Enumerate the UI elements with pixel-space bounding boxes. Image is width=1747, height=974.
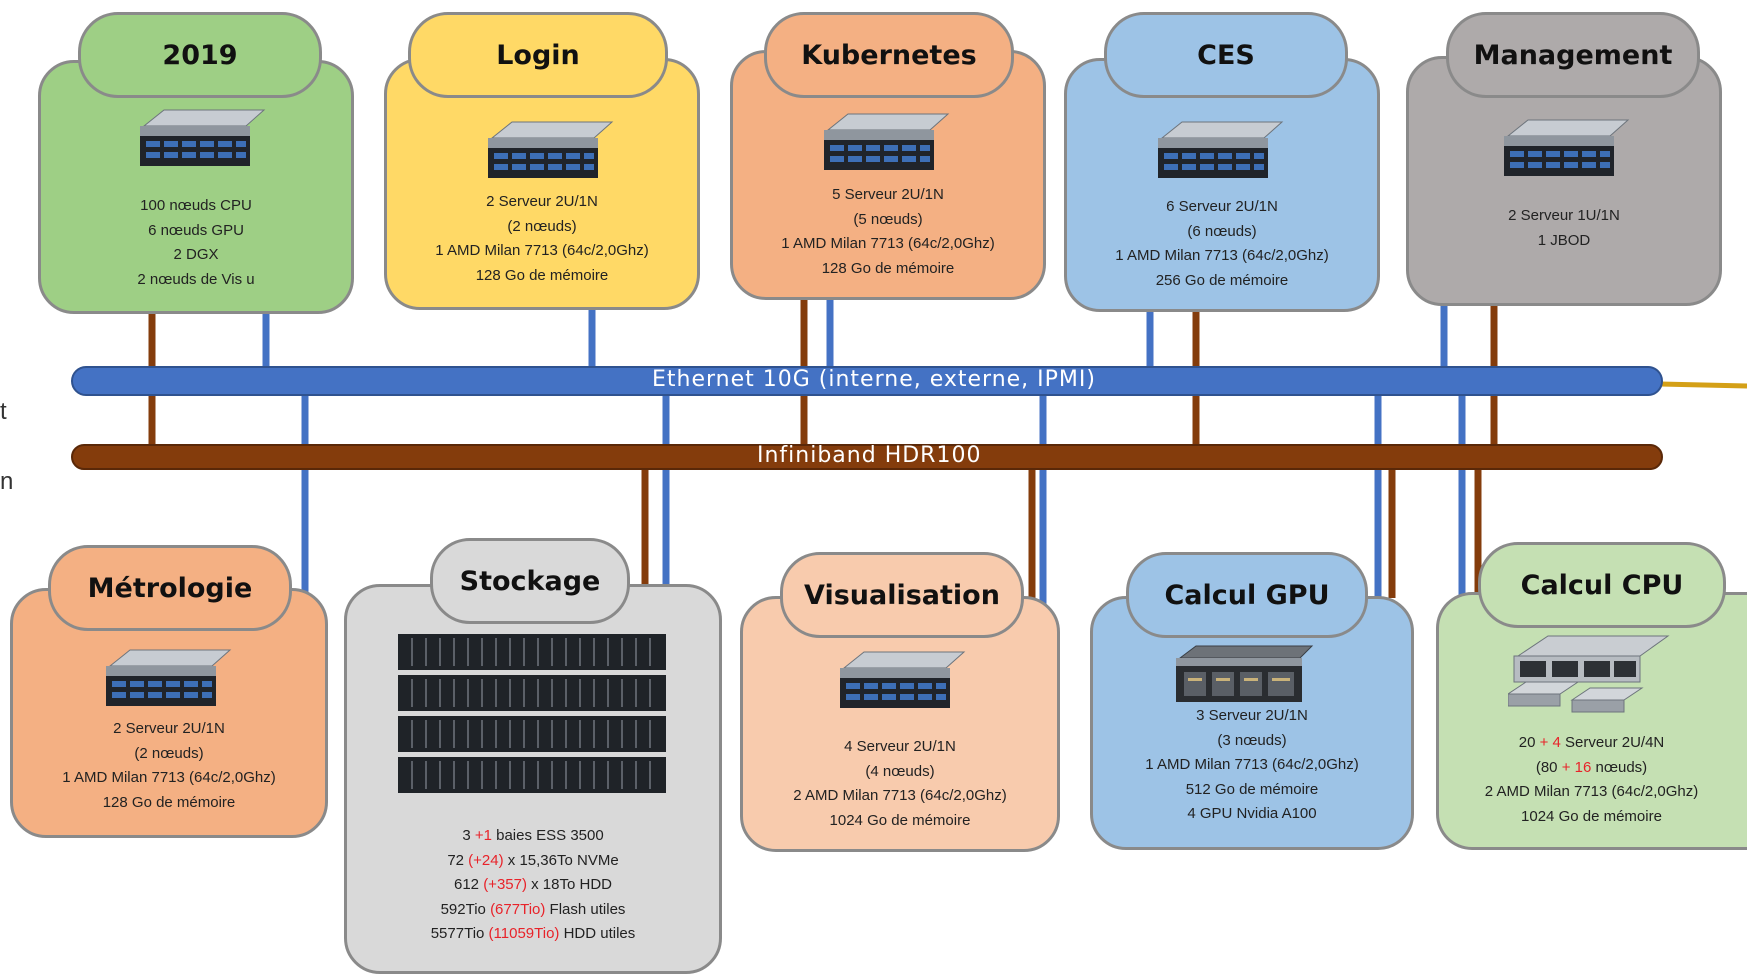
group-visualisation-info: 4 Serveur 2U/1N (4 nœuds) 2 AMD Milan 77… bbox=[740, 735, 1060, 833]
info-line: 1024 Go de mémoire bbox=[1521, 807, 1662, 825]
storage-enclosures-icon bbox=[398, 634, 666, 793]
info-line: 2 AMD Milan 7713 (64c/2,0Ghz) bbox=[1484, 783, 1699, 800]
info-line: (2 nœuds) bbox=[507, 217, 577, 235]
info-line: 2 nœuds de Vis u bbox=[137, 270, 255, 288]
info-line: 512 Go de mémoire bbox=[1185, 780, 1319, 798]
multi-node-server-icon bbox=[1508, 635, 1670, 713]
info-line: (2 nœuds) bbox=[134, 744, 204, 762]
group-calcul-gpu-info: 3 Serveur 2U/1N (3 nœuds) 1 AMD Milan 77… bbox=[1090, 704, 1414, 827]
group-calcul-cpu-title: Calcul CPU bbox=[1478, 542, 1726, 628]
server-icon bbox=[488, 121, 614, 178]
info-line: 1 AMD Milan 7713 (64c/2,0Ghz) bbox=[1145, 756, 1359, 773]
info-line: 5577Tio (11059Tio) HDD utiles bbox=[430, 925, 636, 942]
info-line: (80 + 16 nœuds) bbox=[1535, 758, 1648, 776]
external-link bbox=[1659, 381, 1747, 389]
info-line: 612 (+357) x 18To HDD bbox=[453, 876, 612, 893]
info-line: (5 nœuds) bbox=[853, 210, 923, 228]
info-line: 3 +1 baies ESS 3500 bbox=[462, 827, 604, 844]
group-metrologie-info: 2 Serveur 2U/1N (2 nœuds) 1 AMD Milan 77… bbox=[10, 717, 328, 815]
group-login-title: Login bbox=[408, 12, 668, 98]
ethernet-bus-label: Ethernet 10G (interne, externe, IPMI) bbox=[652, 367, 1096, 392]
info-line: 2 Serveur 2U/1N bbox=[113, 720, 225, 737]
group-ces bbox=[1064, 58, 1380, 312]
gpu-server-icon bbox=[1176, 645, 1314, 702]
server-icon bbox=[140, 109, 266, 166]
server-icon bbox=[106, 649, 232, 706]
group-login bbox=[384, 58, 700, 310]
info-line: 20 + 4 Serveur 2U/4N bbox=[1518, 734, 1665, 751]
info-line: 6 nœuds GPU bbox=[148, 221, 244, 239]
info-line: 4 Serveur 2U/1N bbox=[844, 738, 956, 755]
group-2019-info: 100 nœuds CPU 6 nœuds GPU 2 DGX 2 nœuds … bbox=[38, 194, 354, 292]
info-line: 4 GPU Nvidia A100 bbox=[1187, 805, 1317, 822]
info-line: 592Tio (677Tio) Flash utiles bbox=[440, 900, 626, 918]
info-line: 2 Serveur 1U/1N bbox=[1508, 207, 1620, 224]
group-ces-title: CES bbox=[1104, 12, 1348, 98]
info-line: 128 Go de mémoire bbox=[475, 266, 609, 284]
group-calcul-gpu bbox=[1090, 596, 1414, 850]
server-icon bbox=[824, 113, 950, 170]
cropped-text-fragment-1: t bbox=[0, 398, 7, 425]
group-ces-info: 6 Serveur 2U/1N (6 nœuds) 1 AMD Milan 77… bbox=[1064, 195, 1380, 293]
info-line: 256 Go de mémoire bbox=[1155, 271, 1289, 289]
group-2019-title: 2019 bbox=[78, 12, 322, 98]
server-icon bbox=[1158, 121, 1284, 178]
info-line: (4 nœuds) bbox=[865, 762, 935, 780]
group-login-info: 2 Serveur 2U/1N (2 nœuds) 1 AMD Milan 77… bbox=[384, 190, 700, 288]
info-line: 128 Go de mémoire bbox=[821, 259, 955, 277]
connector-lines bbox=[148, 296, 1747, 612]
group-management-title: Management bbox=[1446, 12, 1700, 98]
info-line: 100 nœuds CPU bbox=[140, 197, 252, 214]
info-line: 2 Serveur 2U/1N bbox=[486, 193, 598, 210]
info-line: (6 nœuds) bbox=[1187, 222, 1257, 240]
ethernet-bus bbox=[71, 366, 1663, 396]
info-line: 72 (+24) x 15,36To NVMe bbox=[447, 851, 619, 869]
group-metrologie-title: Métrologie bbox=[48, 545, 292, 631]
info-line: 3 Serveur 2U/1N bbox=[1196, 707, 1308, 724]
group-calcul-cpu-info: 20 + 4 Serveur 2U/4N (80 + 16 nœuds) 2 A… bbox=[1436, 731, 1747, 829]
group-stockage-title: Stockage bbox=[430, 538, 630, 624]
infiniband-bus-label: Infiniband HDR100 bbox=[757, 443, 982, 468]
info-line: 1 AMD Milan 7713 (64c/2,0Ghz) bbox=[62, 769, 276, 786]
info-line: 6 Serveur 2U/1N bbox=[1166, 198, 1278, 215]
info-line: 1 AMD Milan 7713 (64c/2,0Ghz) bbox=[781, 235, 995, 252]
info-line: 2 DGX bbox=[173, 246, 219, 263]
info-line: 1 JBOD bbox=[1537, 231, 1591, 249]
group-stockage-info: 3 +1 baies ESS 3500 72 (+24) x 15,36To N… bbox=[344, 824, 722, 947]
info-line: 128 Go de mémoire bbox=[102, 793, 236, 811]
group-calcul-gpu-title: Calcul GPU bbox=[1126, 552, 1368, 638]
info-line: 5 Serveur 2U/1N bbox=[832, 186, 944, 203]
info-line: 1024 Go de mémoire bbox=[829, 811, 971, 829]
group-management-info: 2 Serveur 1U/1N 1 JBOD bbox=[1406, 204, 1722, 253]
info-line: (3 nœuds) bbox=[1217, 731, 1287, 749]
cropped-text-fragment-2: n bbox=[0, 468, 14, 495]
group-2019 bbox=[38, 60, 354, 314]
server-icon bbox=[840, 651, 966, 708]
info-line: 1 AMD Milan 7713 (64c/2,0Ghz) bbox=[1115, 247, 1329, 264]
server-icon bbox=[1504, 119, 1630, 176]
group-kubernetes-title: Kubernetes bbox=[764, 12, 1014, 98]
group-kubernetes-info: 5 Serveur 2U/1N (5 nœuds) 1 AMD Milan 77… bbox=[730, 183, 1046, 281]
info-line: 2 AMD Milan 7713 (64c/2,0Ghz) bbox=[793, 787, 1007, 804]
group-visualisation-title: Visualisation bbox=[780, 552, 1024, 638]
infiniband-bus bbox=[71, 444, 1663, 470]
info-line: 1 AMD Milan 7713 (64c/2,0Ghz) bbox=[435, 242, 649, 259]
